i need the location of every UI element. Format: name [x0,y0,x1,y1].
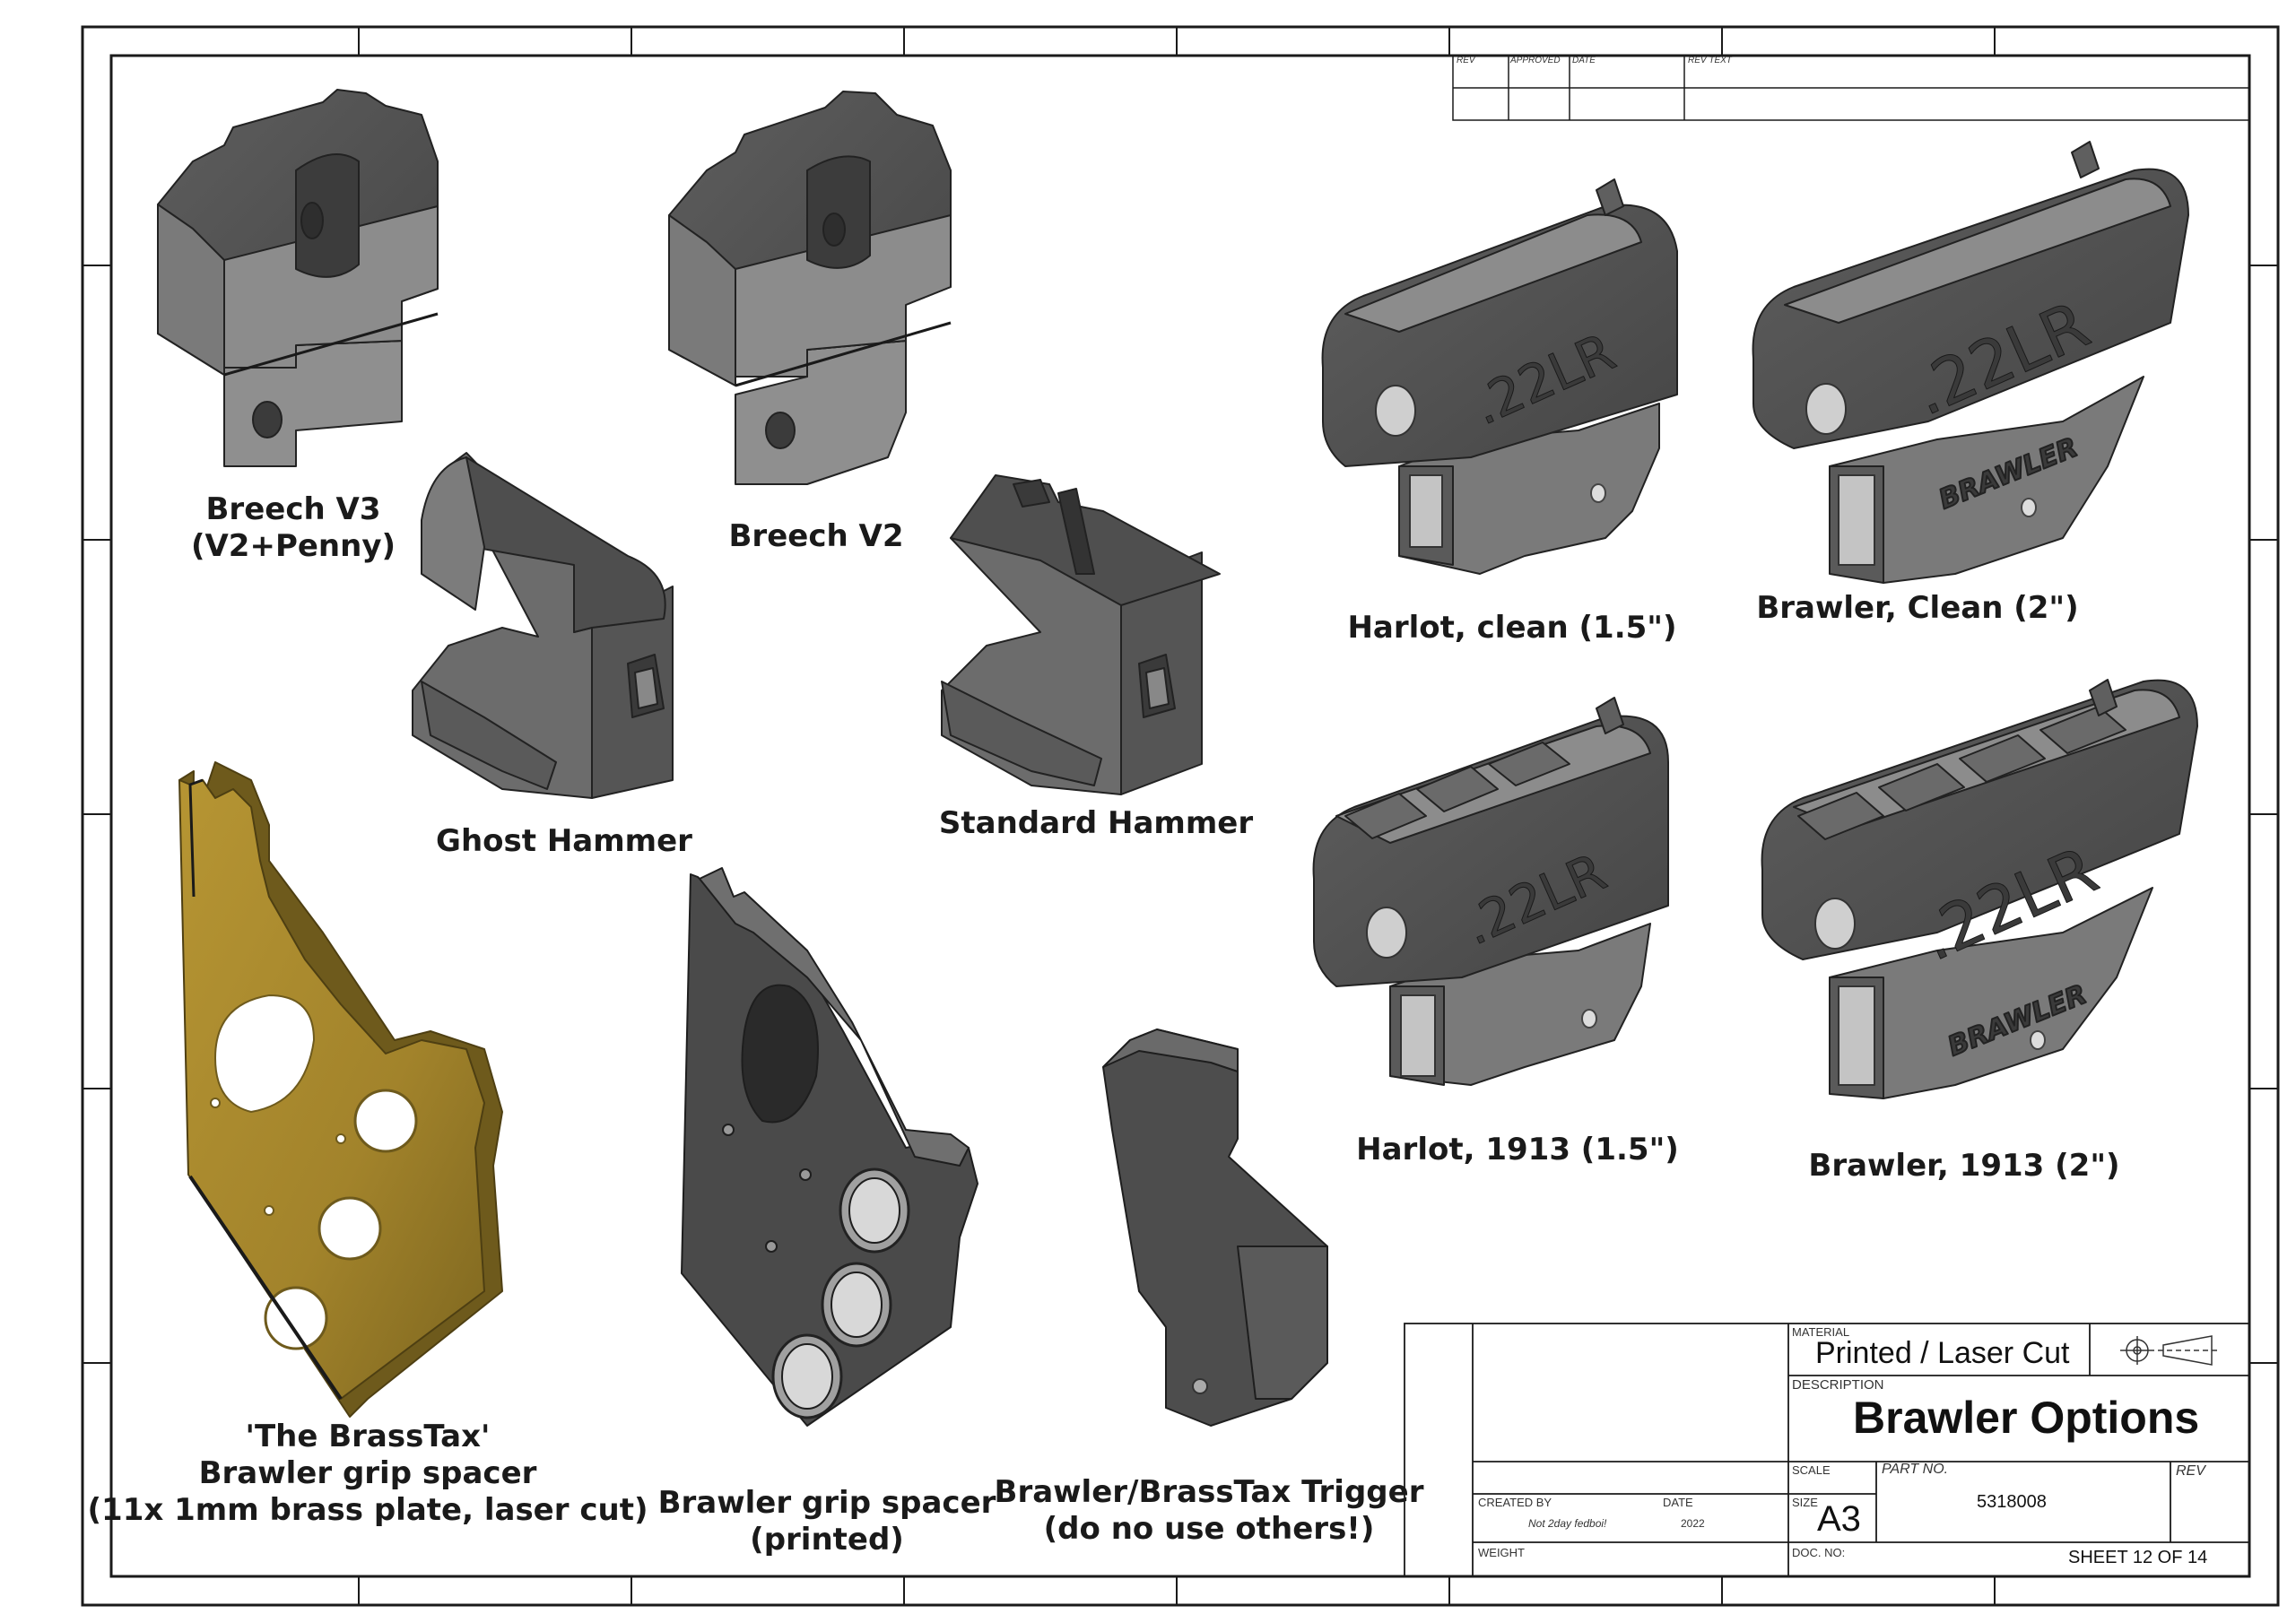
created-by-label: CREATED BY [1478,1496,1552,1509]
breech-v3-part [157,89,439,467]
weight-label: WEIGHT [1478,1546,1525,1559]
label-brawler-1913: Brawler, 1913 (2") [1808,1148,2120,1184]
brawler-clean-part: .22LR BRAWLER [1752,141,2189,584]
part-no-label: PART NO. [1882,1462,1949,1477]
label-breech-v3: Breech V3(V2+Penny) [190,491,396,564]
sheet-number: SHEET 12 OF 14 [2068,1548,2208,1567]
rev-header-rev-text: REV TEXT [1688,56,1732,65]
sheet-border [81,25,2280,1607]
trigger-part [1102,1028,1328,1427]
standard-hammer-part [941,474,1221,795]
date-value: 2022 [1681,1517,1705,1530]
rev-label: REV [2176,1463,2205,1479]
label-ghost-hammer: Ghost Hammer [436,823,692,859]
material-value: Printed / Laser Cut [1815,1336,2070,1370]
brawler-1913-part: .22LR BRAWLER [1761,679,2198,1099]
scale-label: SCALE [1792,1463,1831,1477]
printed-grip-spacer-part [681,867,978,1427]
rev-header-rev: REV [1457,56,1475,65]
title-block-frame [1404,1323,2250,1577]
rev-header-date: DATE [1572,56,1596,65]
label-harlot-1913: Harlot, 1913 (1.5") [1356,1132,1679,1167]
date-label: DATE [1663,1496,1693,1509]
description-label: DESCRIPTION [1792,1377,1884,1393]
brasstax-grip-spacer-part [178,761,503,1418]
drawing-title: Brawler Options [1853,1393,2200,1443]
label-brawler-clean: Brawler, Clean (2") [1756,590,2079,626]
harlot-clean-part: .22LR [1321,178,1678,575]
size-label: SIZE [1792,1496,1818,1509]
created-by-value: Not 2day fedboi! [1528,1517,1607,1530]
ghost-hammer-part [412,452,674,799]
size-value: A3 [1817,1499,1861,1539]
label-brasstax-spacer: 'The BrassTax'Brawler grip spacer(11x 1m… [87,1419,648,1528]
label-breech-v2: Breech V2 [728,518,904,554]
projection-symbol-icon [2120,1335,2221,1366]
breech-v2-part [668,91,952,485]
label-trigger: Brawler/BrassTax Trigger(do no use other… [994,1474,1424,1547]
revision-table [1452,55,2250,121]
part-no-value: 5318008 [1977,1492,2047,1512]
label-harlot-clean: Harlot, clean (1.5") [1347,610,1677,646]
label-standard-hammer: Standard Hammer [938,805,1254,841]
label-printed-spacer: Brawler grip spacer(printed) [657,1485,996,1558]
doc-no-label: DOC. NO: [1792,1546,1846,1559]
rev-header-approved: APPROVED [1510,56,1561,65]
material-label: MATERIAL [1792,1325,1850,1339]
harlot-1913-part: .22LR [1312,697,1669,1086]
